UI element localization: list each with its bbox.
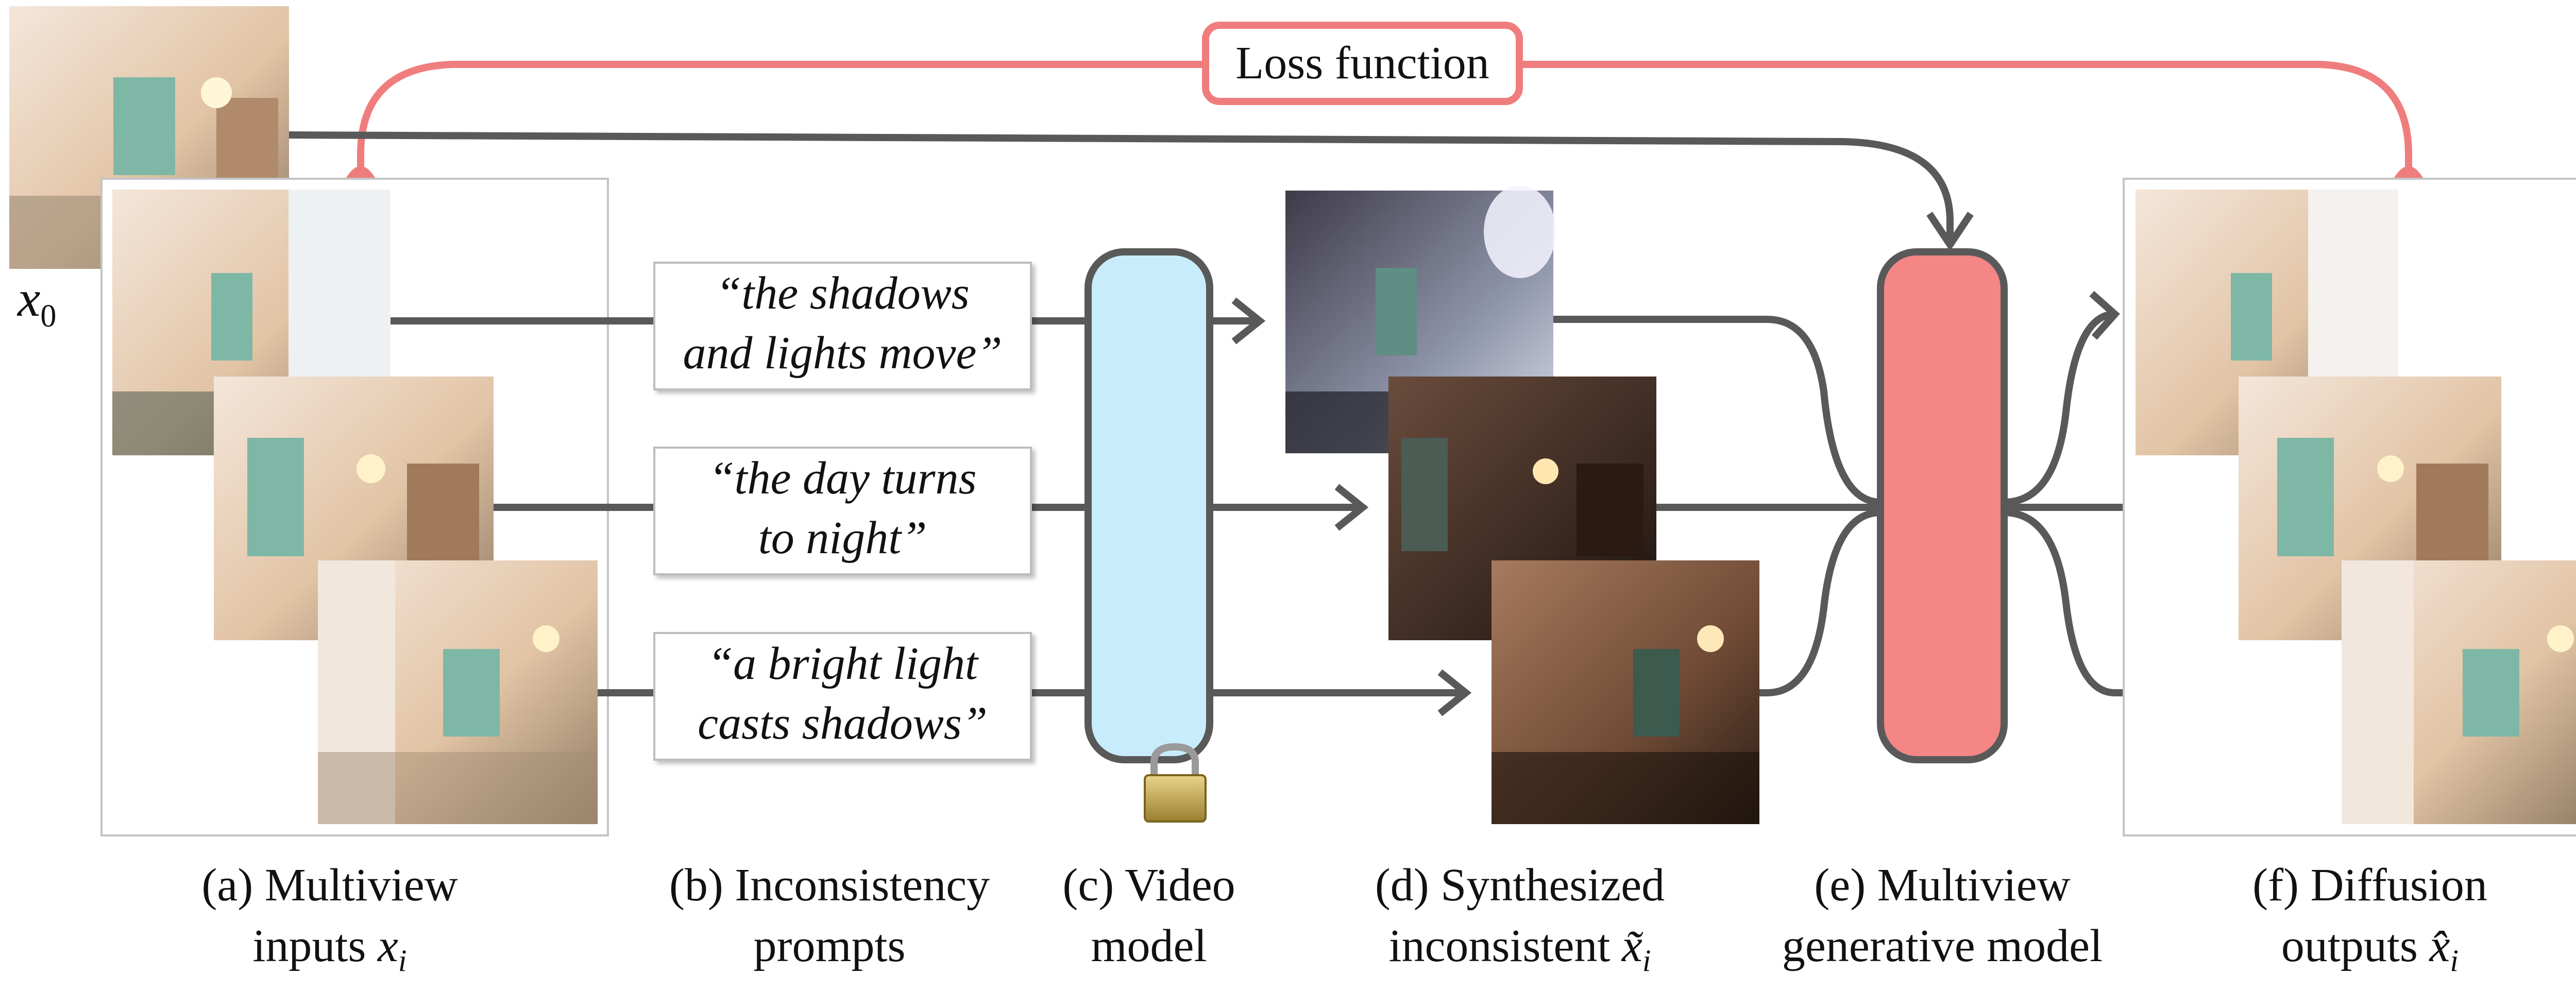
prompt-1-line-2: and lights move” [683,328,1003,379]
caption-a-text: inputs [252,920,378,971]
loss-connector-left [357,61,1202,170]
caption-f-line-2: outputs x̂i [2205,916,2535,991]
loss-connector-right [1523,61,2412,170]
lock-icon [1144,743,1207,823]
caption-d-sub: i [1642,944,1651,978]
caption-f: (f) Diffusion outputs x̂i [2205,855,2535,991]
caption-b-line-1: (b) Inconsistency [669,860,990,911]
prompt-box-3: “a bright light casts shadows” [653,632,1032,761]
x0-arrowhead [1926,212,1974,251]
generative-arrows [1553,291,2327,716]
x0-label: x0 [18,269,56,335]
caption-f-line-1: (f) Diffusion [2252,860,2487,911]
prompt-1-line-1: “the shadows [716,268,970,319]
caption-c-line-2: model [1091,920,1207,971]
x0-subscript: 0 [40,299,57,334]
loss-connector-right-cap [2394,166,2423,178]
prompt-box-1: “the shadows and lights move” [653,262,1032,390]
caption-a-sub: i [398,944,407,978]
input-image-3 [318,560,598,824]
caption-c: (c) Video model [1030,855,1267,977]
caption-a: (a) Multiview inputs xi [170,855,489,991]
loss-function-box: Loss function [1202,22,1523,105]
prompt-3-line-2: casts shadows” [698,698,988,749]
prompt-3-line-1: “a bright light [707,638,978,689]
caption-e-line-1: (e) Multiview [1814,860,2071,911]
synth-image-3 [1492,560,1759,824]
caption-b: (b) Inconsistency prompts [639,855,1020,977]
caption-a-line-2: inputs xi [170,916,489,991]
prompt-box-2: “the day turns to night” [653,447,1032,575]
caption-d-line-1: (d) Synthesized [1375,860,1665,911]
loss-connector-left-cap [346,166,375,178]
caption-f-math: x̂ [2429,920,2450,971]
x0-arrow [285,131,1954,245]
generative-model-block [1877,248,2008,763]
caption-a-math: x [377,920,398,971]
caption-d: (d) Synthesized inconsistent x̃i [1329,855,1710,991]
caption-f-text: outputs [2281,920,2430,971]
caption-e: (e) Multiview generative model [1736,855,2148,977]
caption-c-line-1: (c) Video [1062,860,1235,911]
output-image-3 [2342,560,2576,824]
caption-b-line-2: prompts [753,920,906,971]
prompt-arrows [391,297,1472,716]
caption-a-line-1: (a) Multiview [201,860,458,911]
prompt-2-line-1: “the day turns [708,453,977,504]
caption-d-text: inconsistent [1388,920,1622,971]
x0-symbol: x [18,270,41,327]
prompt-2-line-2: to night” [758,512,927,563]
video-model-block [1084,248,1213,763]
caption-d-line-2: inconsistent x̃i [1329,916,1710,991]
caption-e-line-2: generative model [1782,920,2103,971]
loss-function-label: Loss function [1235,38,1489,89]
caption-d-math: x̃ [1621,920,1642,971]
caption-f-sub: i [2450,944,2459,978]
